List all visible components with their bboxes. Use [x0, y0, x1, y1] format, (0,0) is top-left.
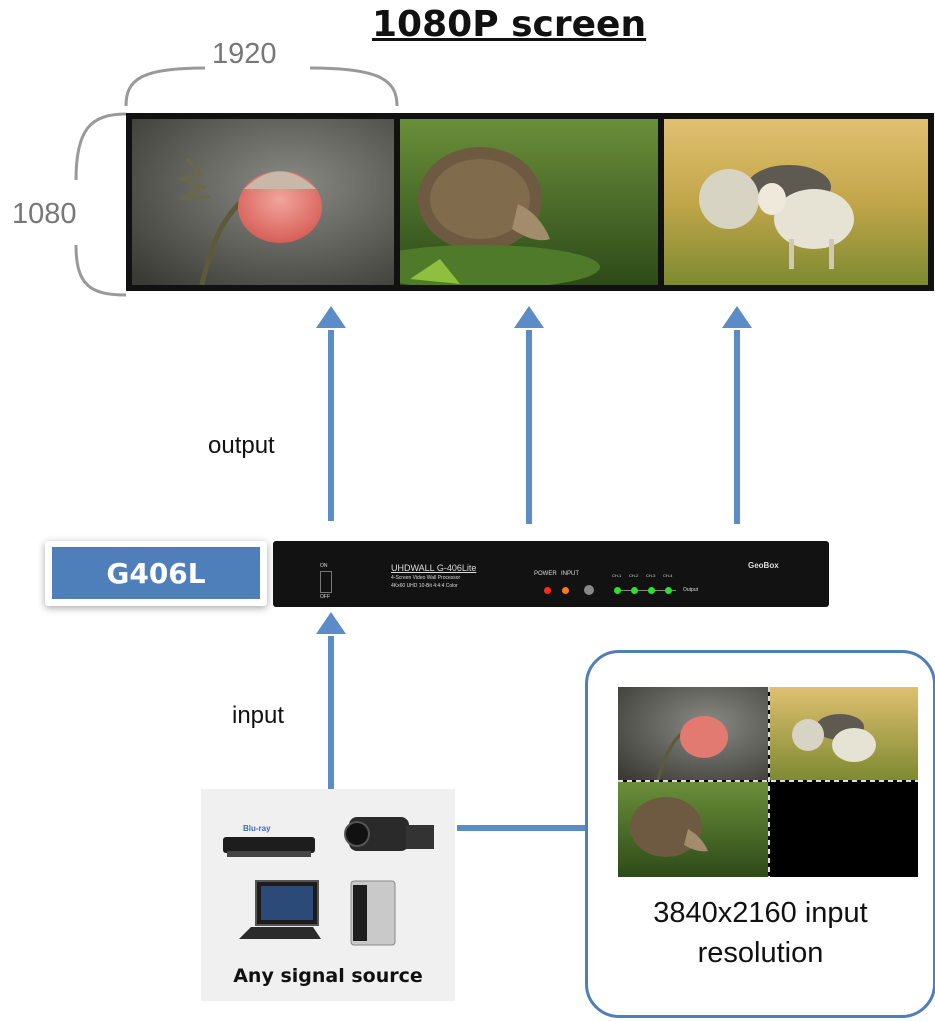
output-led-label: Output: [683, 587, 699, 593]
screen-hedgehog: [400, 119, 658, 285]
source-label: Any signal source: [233, 965, 423, 987]
ch2-label: CH-2: [629, 573, 639, 578]
ch4-label: CH-4: [663, 573, 673, 578]
device-desc-2: 4Kx60 UHD 10-Bit 4:4:4 Color: [391, 583, 458, 589]
screen-wall: [126, 113, 934, 291]
input-resolution-caption: 3840x2160 input resolution: [588, 893, 933, 973]
input-button: [584, 585, 594, 595]
ch1-led: [614, 587, 621, 594]
input-led: [562, 587, 569, 594]
ch3-label: CH-3: [646, 573, 656, 578]
power-led: [544, 587, 551, 594]
input-quad-hedgehog: [618, 782, 768, 877]
page-title: 1080P screen: [372, 4, 647, 45]
screen-flower: [132, 119, 394, 285]
pc-tower-icon: [350, 880, 396, 946]
caption-line-1: 3840x2160 input: [653, 897, 868, 929]
device-name: UHDWALL G-406Lite: [391, 563, 477, 573]
dimension-braces: [74, 66, 399, 297]
brand-label: GeoBox: [748, 561, 779, 570]
ch2-led: [631, 587, 638, 594]
device-desc-1: 4-Screen Video Wall Processor: [391, 575, 461, 581]
caption-line-2: resolution: [697, 937, 824, 969]
model-badge: G406L: [45, 541, 267, 606]
ch4-led: [665, 587, 672, 594]
ch3-led: [648, 587, 655, 594]
bluray-player-icon: Blu-ray: [223, 824, 315, 857]
input-quad-empty: [770, 782, 918, 877]
svg-text:Blu-ray: Blu-ray: [243, 824, 271, 833]
ch1-label: CH-1: [612, 573, 622, 578]
width-brace: [124, 66, 399, 107]
power-label: POWER: [534, 571, 557, 577]
height-brace: [74, 112, 127, 297]
input-led-label: INPUT: [561, 571, 579, 577]
input-resolution-box: 3840x2160 input resolution: [585, 650, 935, 1018]
laptop-icon: [239, 880, 321, 939]
video-wall-processor: ON OFF UHDWALL G-406Lite 4-Screen Video …: [273, 541, 829, 607]
model-label: G406L: [52, 547, 260, 599]
camcorder-icon: [344, 817, 434, 851]
height-label: 1080: [12, 198, 77, 230]
signal-source-box: Blu-ray Any signal source: [201, 789, 455, 1001]
width-label: 1920: [212, 38, 277, 70]
input-quad-flower: [618, 687, 768, 781]
switch-off-label: OFF: [320, 594, 330, 600]
input-quad-grid: [618, 687, 918, 877]
output-line: [616, 590, 676, 591]
power-switch: [320, 571, 332, 593]
switch-on-label: ON: [320, 563, 328, 569]
input-quad-sheep: [770, 687, 918, 780]
source-devices: Blu-ray: [223, 817, 434, 946]
screen-sheep: [664, 119, 928, 285]
output-label: output: [208, 432, 275, 459]
input-label: input: [232, 702, 285, 729]
